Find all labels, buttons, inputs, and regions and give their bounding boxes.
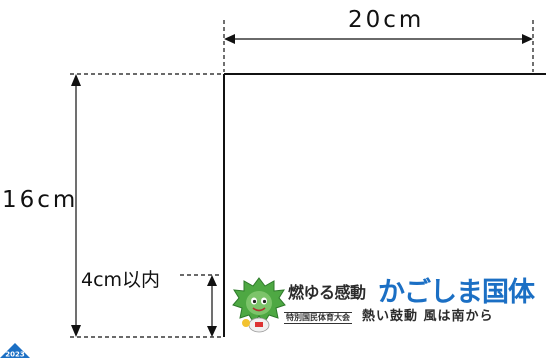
width-label: 20cm bbox=[348, 7, 425, 33]
diagram-lines bbox=[70, 20, 546, 338]
logo-area-label: 4cm以内 bbox=[81, 269, 161, 291]
logo-event-name: かごしま国体 bbox=[378, 277, 535, 308]
height-arrow-bottom bbox=[71, 325, 81, 337]
logo-slogan-bottom: 熱い鼓動 風は南から bbox=[362, 309, 494, 324]
width-arrow-right bbox=[522, 34, 533, 44]
height-label: 16cm bbox=[2, 187, 79, 213]
diagram-canvas: 20cm 16cm 4cm以内 燃ゆる感動 かごしま国体 特別国民体育大会 熱い… bbox=[0, 7, 546, 359]
logo-arrow-bottom bbox=[207, 326, 217, 337]
mascot-icon bbox=[232, 277, 286, 333]
logo-sub-label: 特別国民体育大会 bbox=[284, 312, 352, 324]
width-arrow-left bbox=[224, 34, 235, 44]
logo-arrow-top bbox=[207, 275, 217, 286]
year-badge-text: 2023 bbox=[5, 351, 25, 359]
year-badge-icon: 2023 bbox=[0, 343, 30, 359]
height-arrow-top bbox=[71, 74, 81, 86]
logo-slogan-top: 燃ゆる感動 bbox=[288, 283, 366, 302]
